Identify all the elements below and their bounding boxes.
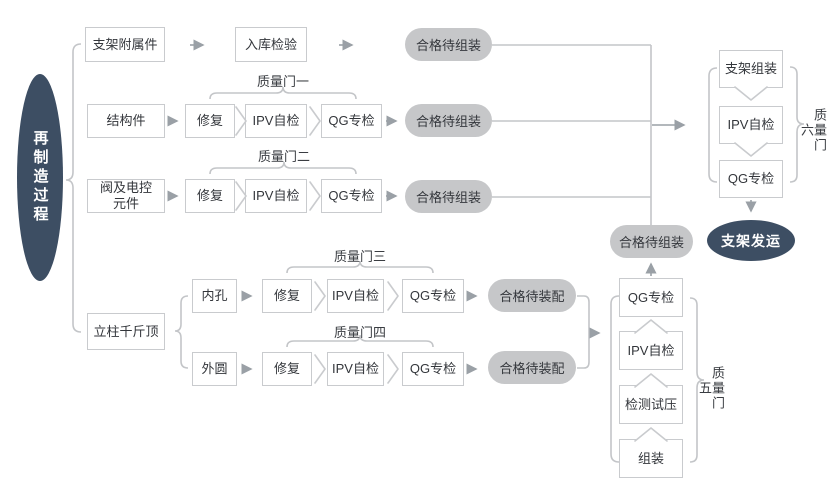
gate4-label: 质量门四 bbox=[333, 325, 386, 340]
row2-ipv-box: IPV自检 bbox=[245, 104, 307, 138]
row2-repair-box: 修复 bbox=[185, 104, 235, 138]
final-assembly-box: 支架组装 bbox=[719, 50, 783, 88]
row5-ipv-box: IPV自检 bbox=[327, 352, 384, 386]
split-brace bbox=[174, 295, 189, 369]
gate6-label: 质量门六 bbox=[799, 107, 827, 153]
assembly-qg-box: QG专检 bbox=[619, 278, 683, 317]
gate6-left-bracket bbox=[708, 67, 718, 183]
gate5-brace bbox=[689, 297, 705, 463]
row2-source-box: 结构件 bbox=[87, 104, 165, 138]
final-ipv-box: IPV自检 bbox=[719, 106, 783, 144]
gate5-left-bracket bbox=[610, 295, 620, 463]
row3-result-pill: 合格待组装 bbox=[405, 180, 492, 213]
split-source-box: 立柱千斤顶 bbox=[87, 313, 165, 350]
gate2-label: 质量门二 bbox=[257, 149, 310, 164]
gate1-label: 质量门一 bbox=[256, 74, 309, 89]
row4-result-pill: 合格待装配 bbox=[488, 279, 576, 312]
row2-qg-box: QG专检 bbox=[321, 104, 382, 138]
gate2-brace bbox=[209, 161, 357, 175]
process-ellipse: 再制造过程 bbox=[17, 74, 63, 281]
row1-inspection-box: 入库检验 bbox=[235, 27, 307, 62]
row4-repair-box: 修复 bbox=[262, 279, 312, 313]
assembly-ipv-box: IPV自检 bbox=[619, 331, 683, 370]
gate5-label: 质量门五 bbox=[697, 365, 725, 411]
gate4-brace bbox=[286, 334, 434, 348]
row3-ipv-box: IPV自检 bbox=[245, 179, 307, 213]
row3-repair-box: 修复 bbox=[185, 179, 235, 213]
row4-qg-box: QG专检 bbox=[402, 279, 464, 313]
row5-qg-box: QG专检 bbox=[402, 352, 464, 386]
row3-source-box: 阀及电控元件 bbox=[87, 179, 165, 213]
gate3-brace bbox=[286, 260, 434, 274]
process-label: 再制造过程 bbox=[31, 130, 49, 225]
flow-arrows bbox=[167, 39, 757, 375]
row4-source-box: 内孔 bbox=[192, 279, 237, 313]
row3-qg-box: QG专检 bbox=[321, 179, 382, 213]
row5-source-box: 外圆 bbox=[192, 352, 237, 386]
row1-result-pill: 合格待组装 bbox=[405, 28, 492, 61]
assembly-assemble-box: 组装 bbox=[619, 439, 683, 478]
main-brace bbox=[65, 43, 82, 333]
shipment-ellipse: 支架发运 bbox=[707, 220, 795, 261]
row2-result-pill: 合格待组装 bbox=[405, 104, 492, 137]
pills-bracket bbox=[577, 295, 590, 369]
row1-source-box: 支架附属件 bbox=[85, 27, 165, 62]
row4-ipv-box: IPV自检 bbox=[327, 279, 384, 313]
row5-repair-box: 修复 bbox=[262, 352, 312, 386]
gate6-brace bbox=[789, 66, 805, 183]
assembly-test-box: 检测试压 bbox=[619, 385, 683, 424]
gate1-brace bbox=[209, 86, 357, 100]
row5-result-pill: 合格待装配 bbox=[488, 351, 576, 384]
shipment-label: 支架发运 bbox=[721, 232, 781, 249]
assembly-result-pill: 合格待组装 bbox=[610, 225, 693, 258]
final-qg-box: QG专检 bbox=[719, 160, 783, 198]
gate3-label: 质量门三 bbox=[333, 249, 386, 264]
